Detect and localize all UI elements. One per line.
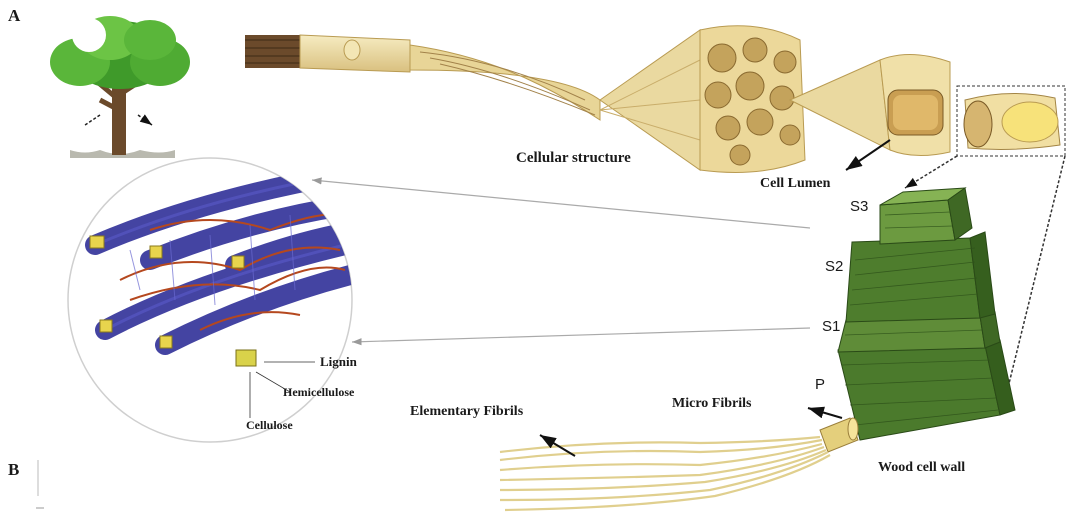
cellular-cone xyxy=(600,30,700,170)
log-bark xyxy=(245,35,410,72)
tree-icon xyxy=(50,16,190,158)
wood-cell-wall-label: Wood cell wall xyxy=(878,460,965,476)
wood-cell-wall-block xyxy=(838,188,1015,440)
dashed-arrow-right xyxy=(1002,156,1065,412)
hemicellulose-label: Hemicellulose xyxy=(283,385,354,400)
elementary-fibrils-label: Elementary Fibrils xyxy=(410,404,523,420)
fiber-bundle xyxy=(410,45,600,120)
elementary-fibrils xyxy=(500,437,830,510)
panel-b-fragment xyxy=(36,460,44,508)
micro-fibrils-arrow xyxy=(808,408,842,418)
microfibril-stub xyxy=(820,418,858,452)
lignin-label: Lignin xyxy=(320,354,357,370)
layer-p-label: P xyxy=(815,376,825,393)
cellular-structure xyxy=(700,26,805,173)
dashed-arrow-top xyxy=(905,156,957,188)
micro-fibrils-label: Micro Fibrils xyxy=(672,396,751,412)
panel-label-b: B xyxy=(8,460,19,480)
gray-arrow-upper xyxy=(312,180,810,228)
cell-lumen-label: Cell Lumen xyxy=(760,176,830,192)
cell-lumen-arrow xyxy=(846,140,890,170)
layer-s1-label: S1 xyxy=(822,318,840,335)
layer-s3-label: S3 xyxy=(850,198,868,215)
cellular-structure-label: Cellular structure xyxy=(516,150,631,167)
cellulose-label: Cellulose xyxy=(246,418,293,433)
panel-label-a: A xyxy=(8,6,20,26)
layer-s2-label: S2 xyxy=(825,258,843,275)
gray-arrow-lower xyxy=(352,328,810,342)
cell-cone xyxy=(790,54,950,155)
single-cell-tube xyxy=(957,86,1065,156)
